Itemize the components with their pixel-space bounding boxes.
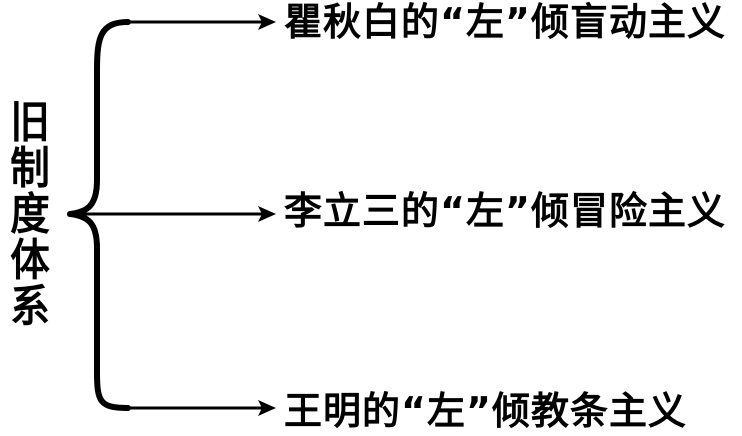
curly-brace [67, 19, 131, 411]
root-label-char: 度 [10, 189, 50, 240]
branch-label-qu-qiubai: 瞿秋白的“左”倾盲动主义 [284, 0, 726, 44]
branch-label-wang-ming: 王明的“左”倾教条主义 [284, 389, 687, 433]
branch-label-li-lisan: 李立三的“左”倾冒险主义 [284, 189, 726, 233]
root-label: 旧 制 度 体 系 [4, 100, 56, 330]
root-label-char: 系 [10, 281, 50, 332]
arrow-bottom-head [258, 400, 276, 416]
root-label-char: 旧 [10, 97, 50, 148]
root-label-char: 制 [10, 143, 50, 194]
root-label-char: 体 [10, 235, 50, 286]
arrow-top-head [258, 14, 276, 30]
arrow-middle-head [258, 206, 276, 222]
